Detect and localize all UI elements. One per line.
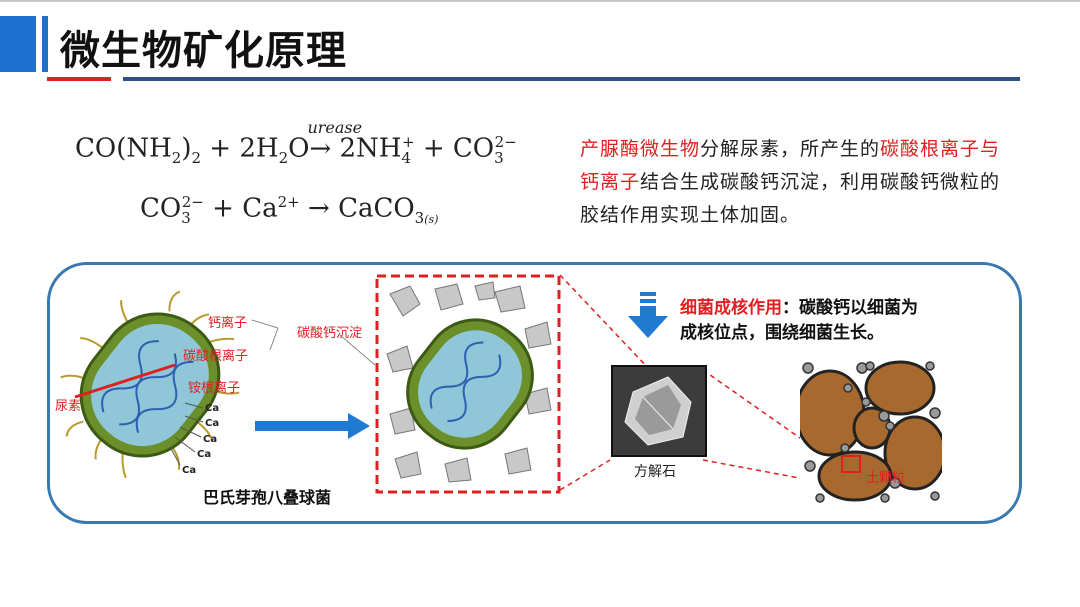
down-arrow-icon [628, 292, 668, 338]
label-carbonate-ion: 碳酸根离子 [183, 349, 249, 364]
eq2-calcium-sup: 2+ [277, 193, 300, 211]
equation-calcite-precipitation: CO32− + Ca2+ → CaCO3(s) [140, 193, 438, 227]
bacteria-caption: 巴氏芽孢八叠球菌 [203, 488, 332, 507]
label-calcium-ion: 钙离子 [208, 316, 248, 331]
calcite-caption: 方解石 [634, 464, 676, 480]
eq1-water: + 2H [201, 133, 279, 164]
label-ca-2: Ca [205, 418, 220, 429]
page-title: 微生物矿化原理 [60, 28, 347, 74]
soil-particle-label: 土颗粒 [866, 471, 906, 486]
crystal-icon [386, 281, 552, 483]
top-border-line [0, 0, 1080, 2]
eq2-product-sub: 3 [414, 208, 425, 227]
nucleation-title: 细菌成核作用 [680, 298, 782, 318]
title-underline [123, 77, 1020, 81]
nucleation-text-2: 成核位点，围绕细菌生长。 [680, 323, 884, 343]
label-ca-3: Ca [203, 434, 218, 445]
eq1-paren: ) [181, 133, 192, 164]
soil-particles-image [800, 358, 942, 503]
eq1-ammonium-sup: + [402, 133, 415, 151]
eq1-arrow: urease→ [307, 118, 362, 164]
ca-leader-lines [169, 402, 204, 466]
eq2-carbonate-sup: 2− [181, 193, 204, 211]
eq2-product: CaCO [338, 193, 415, 224]
title-underline-red [47, 77, 111, 81]
desc-carbonate: 碳酸根 [880, 138, 941, 160]
eq1-reactant: CO(NH [75, 133, 172, 164]
label-ca-4: Ca [197, 449, 212, 460]
eq1-ammonium-sub: 4 [401, 148, 412, 167]
eq1-carbonate-sub: 3 [494, 148, 504, 167]
label-ca-5: Ca [182, 465, 197, 476]
eq2-state: (s) [424, 212, 439, 226]
soil-particle-highlight [841, 455, 861, 473]
label-ammonium-ion: 铵根离子 [188, 381, 241, 396]
description-text: 产脲酶微生物分解尿素，所产生的碳酸根离子与钙离子结合生成碳酸钙沉淀，利用碳酸钙微… [580, 133, 1020, 232]
desc-part2: 结合生成碳酸钙沉淀，利用碳酸钙微粒的胶结作用实现土体加固。 [580, 171, 1001, 226]
desc-microbe: 产脲酶微生物 [580, 138, 701, 160]
eq1-carbonate-sup: 2− [494, 133, 517, 151]
calcite-sem-image [611, 365, 707, 457]
eq2-calcium: + Ca [203, 193, 278, 224]
eq2-arrow: → [299, 193, 339, 224]
eq1-carbonate: + CO [414, 133, 495, 164]
zoom-connector-lines [559, 274, 811, 491]
title-accent-bar-thin [42, 16, 48, 72]
precipitated-bacterium-illustration [375, 274, 561, 494]
eq1-sub: 2 [171, 148, 182, 167]
bacterium-illustration [60, 290, 240, 479]
nucleation-text-1: ：碳酸钙以细菌为 [782, 298, 918, 318]
nucleation-note: 细菌成核作用：碳酸钙以细菌为 成核位点，围绕细菌生长。 [680, 296, 918, 346]
eq1-sub2: 2 [191, 148, 202, 167]
urea-arrow [74, 363, 176, 399]
urease-label: urease [307, 117, 363, 137]
label-urea: 尿素 [55, 399, 82, 414]
process-arrow-icon [255, 413, 370, 439]
eq1-oxygen: O [288, 133, 310, 164]
title-accent-bar [0, 16, 36, 72]
desc-calcium-ion: 离子与钙离子 [580, 138, 1001, 193]
label-ca-1: Ca [205, 403, 220, 414]
label-leader-lines [251, 319, 376, 366]
eq2-carbonate-sub: 3 [181, 208, 191, 227]
dna-icon [101, 340, 194, 434]
eq2-carbonate: CO [140, 193, 182, 224]
diagram-panel [47, 262, 1022, 524]
arrow-glyph: → [309, 133, 332, 164]
eq1-water-sub: 2 [278, 148, 289, 167]
desc-part1: 分解尿素，所产生的 [700, 138, 881, 160]
label-caco3-precipitate: 碳酸钙沉淀 [297, 326, 363, 341]
eq1-ammonium: 2NH [331, 133, 402, 164]
